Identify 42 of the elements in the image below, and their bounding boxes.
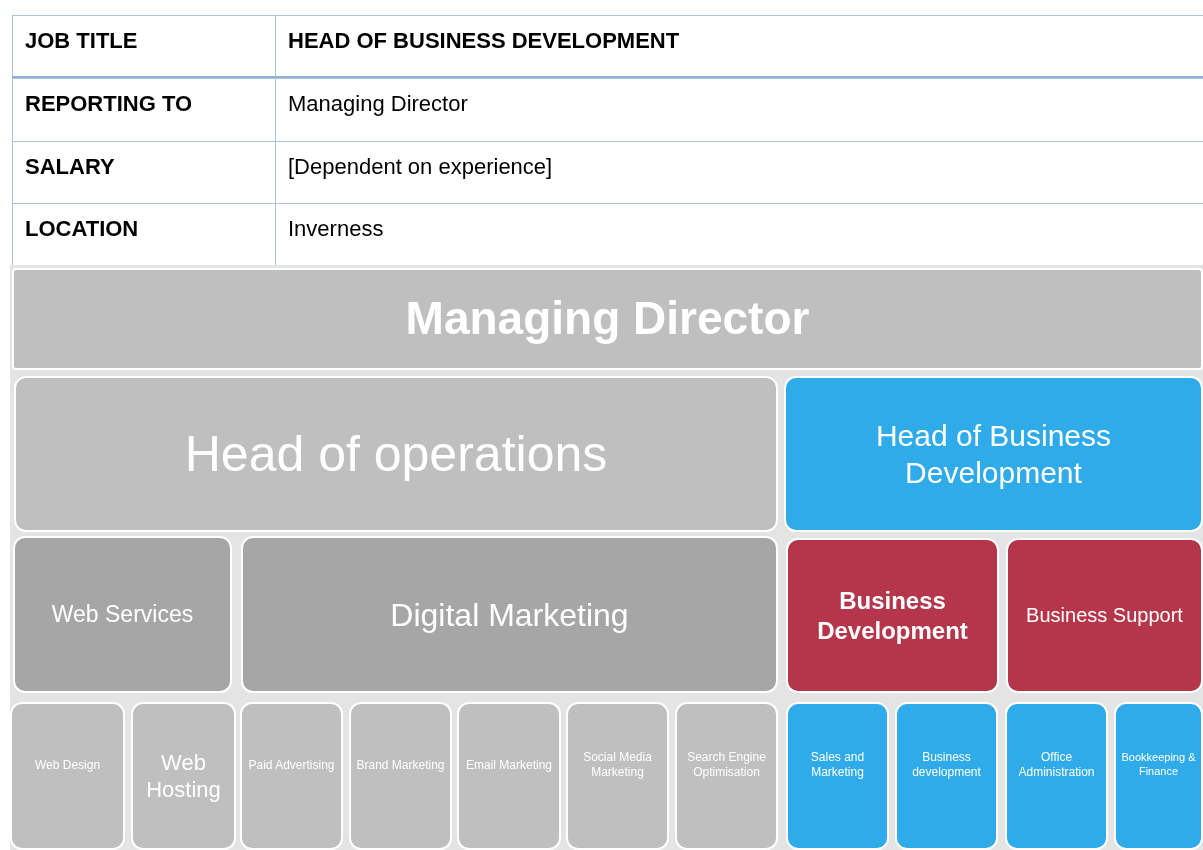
org-box (784, 376, 1203, 532)
box-label: Head of operations (184, 424, 608, 484)
box-label: Head of Business Development (874, 417, 1113, 491)
box-label: Search Engine Optimisation (686, 750, 767, 780)
org-box (240, 702, 343, 850)
org-box (786, 538, 999, 693)
table-cell: SALARY (12, 141, 275, 203)
box-label: Email Marketing (466, 757, 552, 773)
box-label: Web Services (51, 600, 194, 629)
table-cell: JOB TITLE (12, 15, 275, 78)
box-label: Office Administration (1017, 750, 1096, 780)
org-box (1114, 702, 1203, 850)
org-box (457, 702, 561, 850)
org-box (13, 536, 232, 693)
box-label: Sales and Marketing (809, 750, 866, 780)
box-label: Web Hosting (145, 748, 222, 804)
box-label: Social Media Marketing (582, 750, 653, 780)
box-label: Web Design (34, 757, 101, 773)
org-box (241, 536, 778, 693)
org-box (1005, 702, 1108, 850)
box-label: Business Support (1026, 603, 1183, 628)
table-cell: REPORTING TO (12, 78, 275, 141)
org-box (675, 702, 778, 850)
org-box (131, 702, 236, 850)
org-box (786, 702, 889, 850)
org-box (349, 702, 452, 850)
box-label: Digital Marketing (390, 595, 629, 635)
box-label: Managing Director (405, 291, 810, 347)
table-cell: HEAD OF BUSINESS DEVELOPMENT (275, 15, 1203, 78)
box-label: Paid Advertising (248, 757, 335, 773)
box-label: Brand Marketing (356, 757, 445, 773)
box-label: Business Development (816, 585, 969, 646)
table-cell: [Dependent on experience] (275, 141, 1203, 203)
org-box (10, 702, 125, 850)
box-label: Business development (911, 750, 982, 780)
org-box (895, 702, 998, 850)
org-box (1006, 538, 1203, 693)
table-cell: Managing Director (275, 78, 1203, 141)
box-label: Bookkeeping & Finance (1120, 751, 1197, 779)
org-box (14, 376, 778, 532)
org-box (566, 702, 669, 850)
org-box (12, 268, 1203, 370)
